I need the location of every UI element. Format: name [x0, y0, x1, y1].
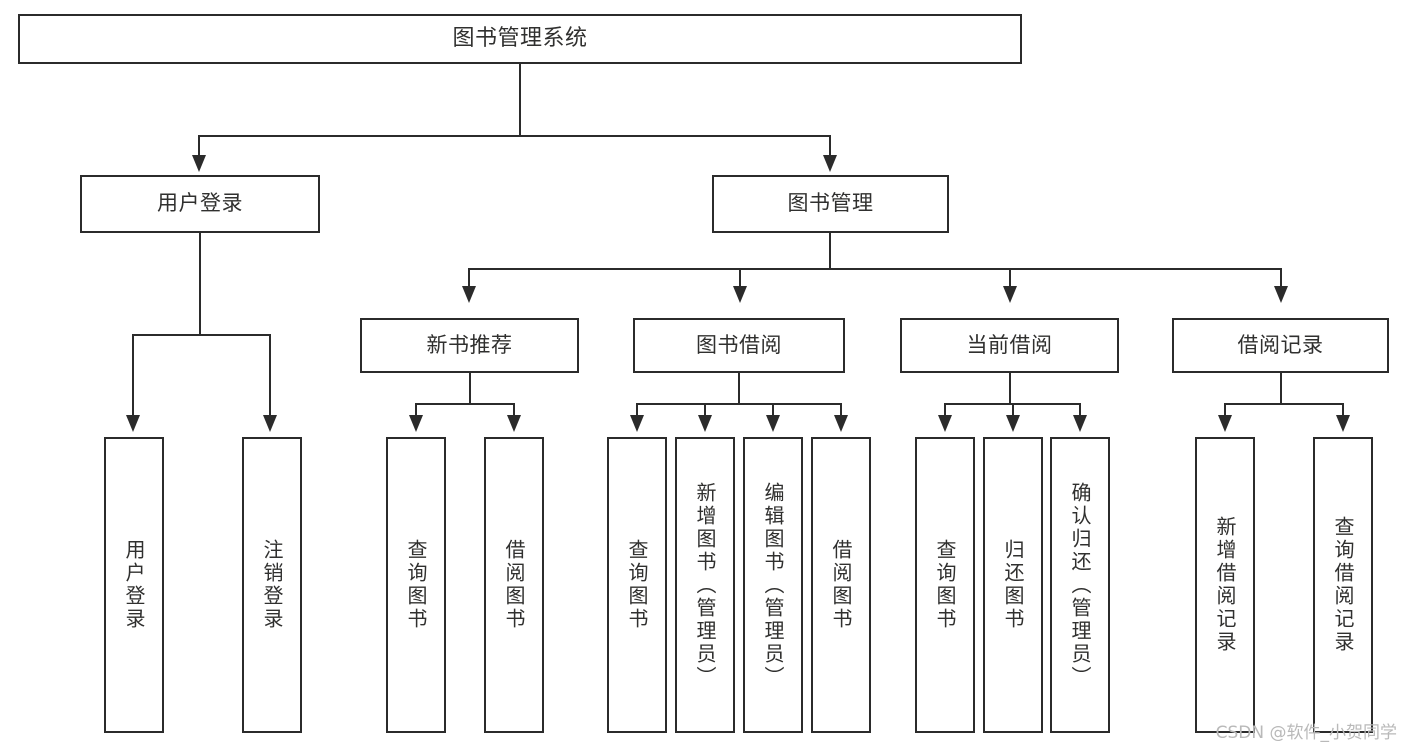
edge-current-borrow-stem — [1009, 373, 1011, 405]
edge-book-manage-stem — [829, 233, 831, 269]
leaf-label: 新增图书（管理员） — [693, 481, 717, 689]
edge-drop-current-borrow — [1009, 268, 1011, 289]
arrow-to-user-login — [192, 155, 206, 172]
edge-to-book-manage — [829, 135, 831, 158]
node-label: 图书管理系统 — [452, 25, 588, 51]
edge-user-login-drop-2 — [269, 334, 271, 419]
edge-book-borrow-stem — [738, 373, 740, 405]
arrow-user-login-leaf-1 — [126, 415, 140, 432]
edge-borrow-record-drop-1 — [1224, 403, 1226, 419]
node-label: 借阅记录 — [1237, 332, 1324, 357]
arrow-current-borrow-leaf-2 — [1006, 415, 1020, 432]
arrow-to-book-manage — [823, 155, 837, 172]
leaf-new-book-query[interactable]: 查询图书 — [386, 437, 446, 733]
edge-current-borrow-drop-2 — [1012, 403, 1014, 419]
edge-new-book-drop-1 — [415, 403, 417, 419]
leaf-book-borrow-borrow[interactable]: 借阅图书 — [811, 437, 871, 733]
edge-root-bus — [198, 135, 831, 137]
leaf-borrow-record-add[interactable]: 新增借阅记录 — [1195, 437, 1255, 733]
leaf-label: 编辑图书（管理员） — [761, 481, 785, 689]
edge-user-login-stem — [199, 233, 201, 335]
arrow-borrow-record-leaf-2 — [1336, 415, 1350, 432]
arrow-to-book-borrow — [733, 286, 747, 303]
node-root-system[interactable]: 图书管理系统 — [18, 14, 1022, 64]
edge-drop-borrow-record — [1280, 268, 1282, 289]
leaf-user-login[interactable]: 用户登录 — [104, 437, 164, 733]
arrow-book-borrow-leaf-2 — [698, 415, 712, 432]
leaf-label: 用户登录 — [122, 539, 146, 631]
edge-to-user-login — [198, 135, 200, 158]
leaf-book-borrow-add[interactable]: 新增图书（管理员） — [675, 437, 735, 733]
leaf-label: 查询借阅记录 — [1331, 516, 1355, 654]
node-borrow-record[interactable]: 借阅记录 — [1172, 318, 1389, 373]
edge-current-borrow-drop-1 — [944, 403, 946, 419]
node-current-borrow[interactable]: 当前借阅 — [900, 318, 1119, 373]
edge-book-borrow-bus — [636, 403, 841, 405]
edge-drop-new-book — [468, 268, 470, 289]
leaf-label: 借阅图书 — [502, 539, 526, 631]
leaf-label: 借阅图书 — [829, 539, 853, 631]
leaf-book-borrow-query[interactable]: 查询图书 — [607, 437, 667, 733]
csdn-watermark: CSDN @软件_小贺同学 — [1215, 723, 1397, 743]
arrow-to-borrow-record — [1274, 286, 1288, 303]
edge-new-book-drop-2 — [513, 403, 515, 419]
arrow-user-login-leaf-2 — [263, 415, 277, 432]
arrow-book-borrow-leaf-1 — [630, 415, 644, 432]
arrow-book-borrow-leaf-3 — [766, 415, 780, 432]
leaf-current-borrow-return[interactable]: 归还图书 — [983, 437, 1043, 733]
leaf-label: 查询图书 — [625, 539, 649, 631]
edge-book-manage-bus — [468, 268, 1282, 270]
edge-book-borrow-drop-4 — [840, 403, 842, 419]
edge-book-borrow-drop-3 — [772, 403, 774, 419]
leaf-new-book-borrow[interactable]: 借阅图书 — [484, 437, 544, 733]
node-label: 图书借阅 — [696, 332, 782, 357]
node-label: 当前借阅 — [966, 332, 1053, 357]
edge-new-book-stem — [469, 373, 471, 405]
leaf-label: 归还图书 — [1001, 539, 1025, 631]
arrow-new-book-leaf-1 — [409, 415, 423, 432]
arrow-to-new-book-recommend — [462, 286, 476, 303]
leaf-book-borrow-edit[interactable]: 编辑图书（管理员） — [743, 437, 803, 733]
leaf-current-borrow-confirm[interactable]: 确认归还（管理员） — [1050, 437, 1110, 733]
leaf-label: 确认归还（管理员） — [1068, 481, 1092, 689]
arrow-current-borrow-leaf-1 — [938, 415, 952, 432]
edge-user-login-drop-1 — [132, 334, 134, 419]
node-user-login[interactable]: 用户登录 — [80, 175, 320, 233]
node-label: 用户登录 — [157, 191, 243, 216]
arrow-book-borrow-leaf-4 — [834, 415, 848, 432]
edge-new-book-bus — [415, 403, 514, 405]
edge-current-borrow-drop-3 — [1079, 403, 1081, 419]
edge-book-borrow-drop-2 — [704, 403, 706, 419]
node-label: 图书管理 — [787, 191, 874, 216]
edge-drop-book-borrow — [739, 268, 741, 289]
node-book-management[interactable]: 图书管理 — [712, 175, 949, 233]
leaf-label: 注销登录 — [260, 539, 284, 631]
leaf-label: 查询图书 — [404, 539, 428, 631]
edge-book-borrow-drop-1 — [636, 403, 638, 419]
edge-borrow-record-stem — [1280, 373, 1282, 405]
leaf-borrow-record-query[interactable]: 查询借阅记录 — [1313, 437, 1373, 733]
node-new-book-recommend[interactable]: 新书推荐 — [360, 318, 579, 373]
leaf-label: 查询图书 — [933, 539, 957, 631]
arrow-current-borrow-leaf-3 — [1073, 415, 1087, 432]
leaf-label: 新增借阅记录 — [1213, 516, 1237, 654]
arrow-to-current-borrow — [1003, 286, 1017, 303]
arrow-borrow-record-leaf-1 — [1218, 415, 1232, 432]
leaf-current-borrow-query[interactable]: 查询图书 — [915, 437, 975, 733]
edge-user-login-bus — [132, 334, 269, 336]
leaf-user-logout[interactable]: 注销登录 — [242, 437, 302, 733]
edge-root-stem — [519, 64, 521, 136]
edge-borrow-record-drop-2 — [1342, 403, 1344, 419]
node-label: 新书推荐 — [426, 332, 513, 357]
edge-borrow-record-bus — [1224, 403, 1343, 405]
node-book-borrow[interactable]: 图书借阅 — [633, 318, 845, 373]
arrow-new-book-leaf-2 — [507, 415, 521, 432]
